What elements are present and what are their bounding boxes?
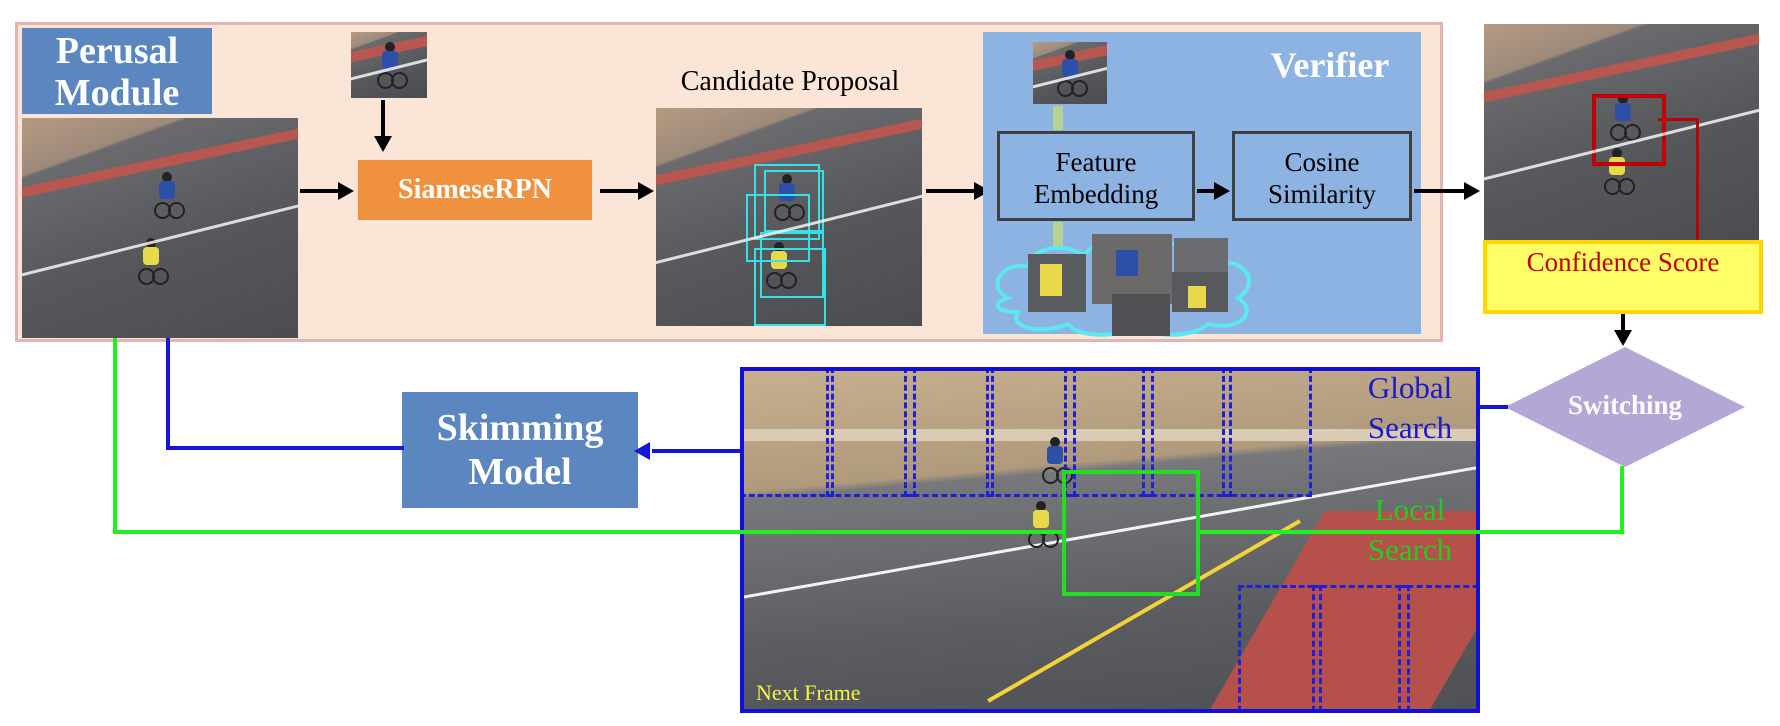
global-search-window	[1312, 585, 1410, 709]
box-to-score-connector	[1658, 118, 1698, 121]
candidate-box	[764, 170, 824, 232]
local-search-window	[1062, 470, 1200, 596]
arrow-frame-to-rpn	[300, 189, 340, 193]
local-path-line	[113, 338, 117, 534]
gallery-crop-rider	[1040, 264, 1062, 296]
candidate-box	[746, 194, 810, 262]
template-arrow-shaft	[381, 100, 385, 138]
local-path-line	[113, 530, 1063, 534]
arrow-verifier-to-result-head	[1464, 182, 1480, 200]
global-search-window	[826, 371, 916, 497]
arrow-embedding-to-cosine	[1197, 189, 1217, 193]
cosine-similarity-block: Cosine Similarity	[1232, 131, 1412, 221]
template-cyclist	[377, 42, 408, 89]
switching-to-global-line	[1480, 405, 1508, 409]
result-cyclist-target	[1610, 94, 1641, 141]
skimming-model-block: Skimming Model	[402, 392, 638, 508]
global-path-line	[166, 338, 170, 450]
gallery-to-embedding-arrow	[1053, 222, 1063, 248]
gallery-crop-rider	[1188, 286, 1206, 308]
result-cyclist-distractor	[1604, 148, 1635, 195]
arrow-embedding-to-cosine-head	[1214, 182, 1230, 200]
switching-decision	[1505, 347, 1745, 467]
switching-label: Switching	[1567, 390, 1683, 420]
candidate-cyclist-target	[774, 174, 805, 221]
global-search-window	[1222, 371, 1312, 497]
global-search-window	[1064, 371, 1154, 497]
verifier-template-cyclist	[1057, 50, 1088, 97]
candidate-proposal-title: Candidate Proposal	[680, 66, 900, 97]
candidate-proposal-image	[656, 108, 922, 326]
current-frame-image	[22, 118, 298, 338]
global-search-window	[986, 371, 1076, 497]
verifier-template-image	[1033, 42, 1107, 104]
template-arrow-head	[374, 136, 392, 152]
cyclist-distractor	[138, 238, 169, 285]
result-bounding-box	[1592, 94, 1666, 166]
candidate-box	[754, 248, 826, 326]
next-frame-cyclist	[1028, 501, 1059, 548]
arrow-frame-to-rpn-head	[338, 182, 354, 200]
arrow-score-to-switching	[1621, 314, 1625, 334]
switching-to-local-line	[1620, 466, 1624, 534]
box-to-score-connector	[1696, 118, 1699, 242]
candidate-cyclist-distractor	[766, 242, 797, 289]
verifier-title: Verifier	[1270, 45, 1390, 85]
background-buildings	[744, 429, 1476, 441]
confidence-score-block: Confidence Score	[1483, 240, 1763, 314]
local-search-label: Local Search	[1367, 492, 1453, 567]
global-search-window	[904, 371, 994, 497]
global-search-window	[1398, 585, 1476, 709]
arrow-candidates-to-verifier	[926, 189, 976, 193]
next-frame-image	[740, 367, 1480, 713]
global-search-window	[1142, 371, 1232, 497]
gallery-cloud	[995, 234, 1251, 337]
gallery-crop	[1112, 294, 1170, 336]
gallery-crop	[1174, 238, 1228, 278]
gallery-crop-rider	[1116, 250, 1138, 276]
candidate-box	[754, 164, 820, 240]
arrow-verifier-to-result	[1414, 189, 1466, 193]
arrow-rpn-to-candidates-head	[638, 182, 654, 200]
perusal-module-title: Perusal Module	[22, 28, 212, 114]
next-frame-label: Next Frame	[756, 680, 861, 705]
next-frame-cyclist	[1042, 437, 1073, 484]
candidate-box	[760, 232, 824, 298]
global-search-label: Global Search	[1367, 370, 1453, 445]
tracking-result-image	[1484, 24, 1759, 240]
siamese-rpn-block: SiameseRPN	[358, 160, 592, 220]
global-search-window	[744, 371, 834, 497]
next-frame-to-skimming-arrow-head	[634, 442, 650, 460]
template-image	[351, 32, 427, 98]
arrow-rpn-to-candidates	[600, 189, 640, 193]
template-to-embedding-arrow	[1053, 106, 1063, 130]
feature-embedding-block: Feature Embedding	[997, 131, 1195, 221]
arrow-score-to-switching-head	[1614, 330, 1632, 346]
next-frame-to-skimming-line	[652, 449, 742, 453]
global-search-window	[1238, 585, 1322, 709]
switching-to-local-line	[1200, 530, 1624, 534]
cyclist-target	[154, 172, 185, 219]
global-path-line	[166, 446, 404, 450]
